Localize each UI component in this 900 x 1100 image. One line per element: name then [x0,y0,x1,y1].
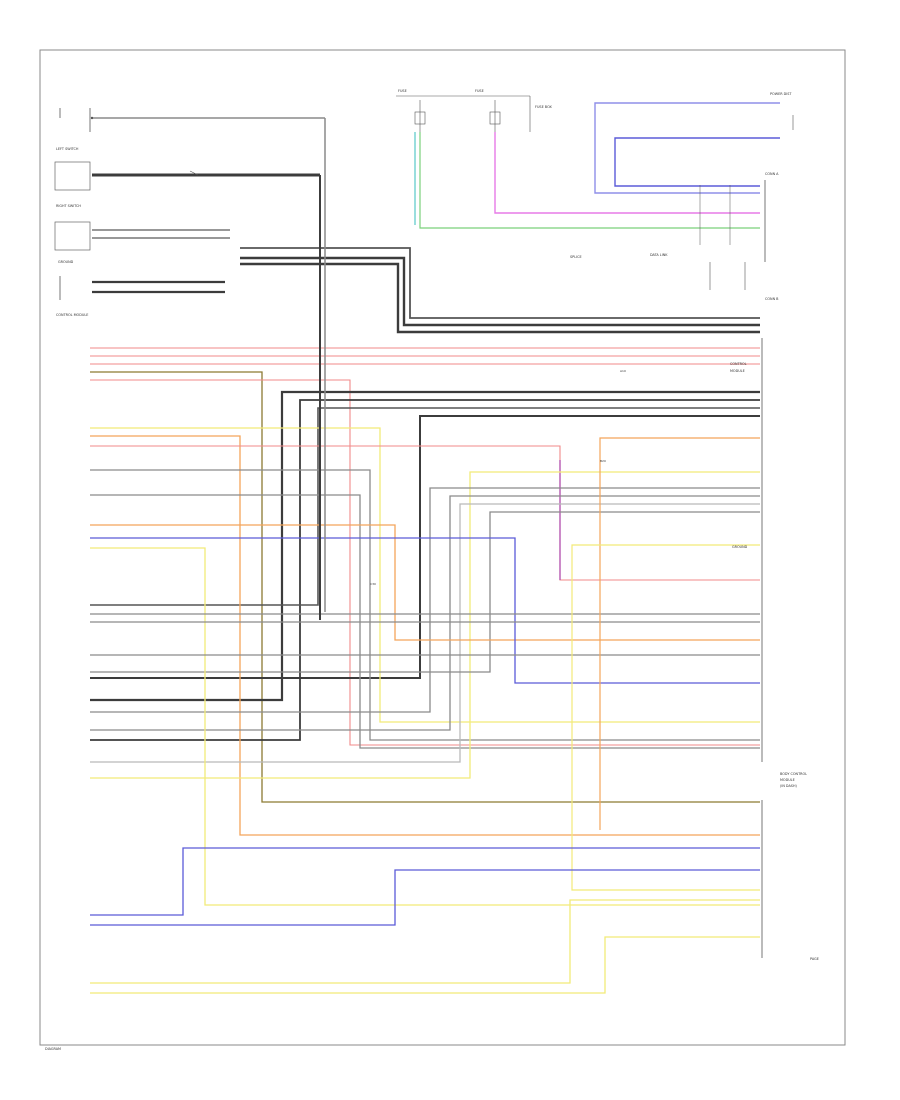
connector-a-label: CONN A [765,172,779,176]
right-switch-label: RIGHT SWITCH [56,204,81,208]
ground-point-label: GROUND [732,545,748,549]
right-connector-column: BODY CONTROL MODULE (IN DASH) CONTROL MO… [730,338,819,961]
fuse-box-label: FUSE BOX [535,105,553,109]
top-wiring: SPLICE DATA LINK [414,102,780,290]
body-module-label-3: (IN DASH) [780,784,798,788]
module-label-2: MODULE [730,369,745,373]
ground-label: GROUND [58,260,74,264]
power-dist-label: POWER DIST [770,92,792,96]
connector-b-label: CONN B [765,297,779,301]
top-right-module: POWER DIST CONN A CONN B [764,92,794,301]
tag-3: C30 [370,582,376,586]
body-module-label-1: BODY CONTROL [780,772,807,776]
mid-labels: A10 B20 C30 GROUND [370,369,748,586]
splice-label: SPLICE [570,255,582,259]
control-module-left-label: CONTROL MODULE [56,313,88,317]
left-switch-group: LEFT SWITCH RIGHT SWITCH GROUND CONTROL … [54,108,325,317]
page-id-label: PAGE [810,957,819,961]
corner-label: DIAGRAM [45,1047,61,1051]
module-label-1: CONTROL [730,362,747,366]
tag-1: A10 [620,369,626,373]
body-module-label-2: MODULE [780,778,795,782]
connector-bundle [240,247,760,334]
main-harness [90,118,760,994]
diagram-frame [39,49,846,1046]
data-link-label: DATA LINK [650,253,668,257]
left-switch-label: LEFT SWITCH [56,147,79,151]
tag-2: B20 [600,459,606,463]
fuse-right-label: FUSE [475,89,484,93]
fuse-left-label: FUSE [398,89,407,93]
fuse-block: FUSE FUSE FUSE BOX [396,89,553,132]
